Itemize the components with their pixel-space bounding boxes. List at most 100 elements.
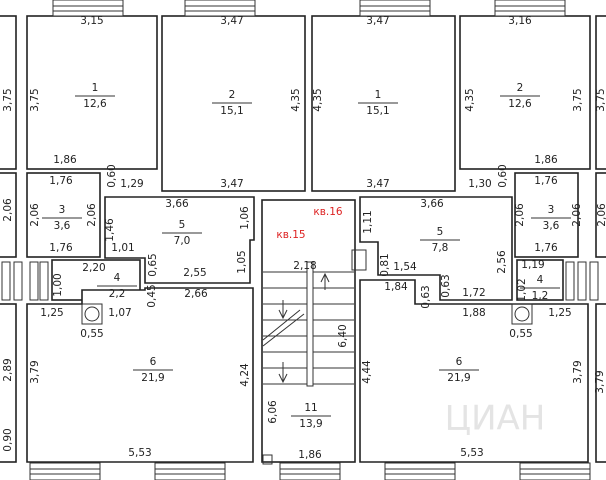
dimension-label: 1,84 <box>384 281 408 293</box>
dimension-label: 5,53 <box>460 447 483 459</box>
room-edge-left <box>0 15 17 170</box>
dimension-label: 0,81 <box>379 253 391 276</box>
room-number: 5 <box>179 219 186 231</box>
room-edge-left <box>0 172 17 258</box>
apartment-label: кв.15 <box>276 229 305 241</box>
apartment-label: кв.16 <box>313 206 343 218</box>
window <box>52 0 124 17</box>
dimension-label: 1,86 <box>298 449 322 461</box>
dimension-label: 4,35 <box>464 88 476 111</box>
room-number: 6 <box>150 356 157 368</box>
dimension-label: 1,76 <box>534 242 558 254</box>
dimension-label: 2,89 <box>2 358 14 381</box>
room-5-right <box>359 196 513 301</box>
room-area: 15,1 <box>220 105 243 117</box>
dimension-label: 0,90 <box>2 428 14 451</box>
room-number: 2 <box>517 82 524 94</box>
dimension-label: 0,55 <box>80 328 103 340</box>
dimension-label: 2,06 <box>514 203 526 227</box>
room-edge-left <box>0 303 17 463</box>
dimension-label: 1,19 <box>521 259 544 271</box>
window <box>279 462 341 480</box>
room-4-right <box>516 259 564 301</box>
dimension-label: 3,75 <box>2 88 14 111</box>
dimension-label: 1,25 <box>40 307 63 319</box>
room-area: 21,9 <box>141 372 164 384</box>
dimension-label: 0,55 <box>509 328 532 340</box>
dimension-label: 1,05 <box>236 250 248 273</box>
dimension-label: 3,79 <box>29 360 41 383</box>
shaft <box>262 454 273 465</box>
dimension-label: 1,88 <box>462 307 485 319</box>
dimension-label: 2,06 <box>571 203 583 227</box>
room-area: 2,2 <box>109 288 126 300</box>
dimension-label: 0,60 <box>106 164 118 187</box>
dimension-label: 2,55 <box>183 267 206 279</box>
dimension-label: 3,66 <box>420 198 444 210</box>
room-area: 7,0 <box>174 235 191 247</box>
dimension-label: 1,02 <box>516 278 528 301</box>
dimension-label: 5,53 <box>128 447 151 459</box>
room-area: 12,6 <box>508 98 532 110</box>
dimension-label: 3,16 <box>508 15 532 27</box>
window <box>29 462 101 480</box>
dimension-label: 4,35 <box>290 88 302 111</box>
dimension-label: 1,11 <box>362 210 374 233</box>
dimension-label: 3,75 <box>595 88 606 111</box>
dimension-label: 4,44 <box>361 360 373 384</box>
dimension-label: 6,40 <box>337 324 349 347</box>
walls <box>0 15 606 465</box>
dimension-label: 1,06 <box>239 206 251 230</box>
dimension-label: 1,07 <box>108 307 131 319</box>
window <box>154 462 226 480</box>
room-edge-right <box>595 172 606 258</box>
dimension-label: 1,29 <box>120 178 143 190</box>
window <box>384 462 456 480</box>
room-3-right <box>514 172 579 258</box>
dimension-label: 2,06 <box>29 203 41 227</box>
dimension-label: 0,45 <box>146 284 158 307</box>
ducts <box>1 261 599 301</box>
room-number: 3 <box>548 204 555 216</box>
dimension-label: 3,79 <box>572 360 584 383</box>
dimension-label: 3,66 <box>165 198 189 210</box>
vent-shaft <box>81 303 103 325</box>
dimension-label: 0,60 <box>497 164 509 187</box>
room-area: 3,6 <box>543 220 560 232</box>
stairwell <box>261 199 356 463</box>
room-number: 6 <box>456 356 463 368</box>
dimension-label: 1,76 <box>49 175 73 187</box>
window <box>184 0 256 17</box>
room-6-left <box>26 287 254 463</box>
stairs <box>262 261 354 387</box>
dimension-label: 0,63 <box>440 274 452 297</box>
watermark: ЦИАН <box>445 399 546 439</box>
room-number: 1 <box>375 89 382 101</box>
room-area: 13,9 <box>299 418 322 430</box>
room-number: 1 <box>92 82 99 94</box>
room-number: 3 <box>59 204 66 216</box>
dimension-label: 1,76 <box>534 175 558 187</box>
dimension-label: 1,25 <box>548 307 571 319</box>
dimension-label: 3,79 <box>594 370 606 393</box>
room-number: 11 <box>304 402 317 414</box>
room-5-left <box>104 196 255 284</box>
vent-icon <box>84 306 100 322</box>
room-number: 4 <box>114 272 121 284</box>
window <box>519 462 591 480</box>
windows <box>29 0 591 480</box>
dimension-label: 3,15 <box>80 15 103 27</box>
dimension-label: 1,76 <box>49 242 73 254</box>
dimension-label: 1,86 <box>534 154 558 166</box>
dimension-label: 1,00 <box>52 273 64 296</box>
room-6-right <box>359 279 589 463</box>
room-1-left <box>26 15 158 170</box>
dimension-label: 3,47 <box>220 15 243 27</box>
dimension-label: 3,75 <box>29 88 41 111</box>
dimension-label: 2,66 <box>184 288 208 300</box>
room-area: 7,8 <box>432 242 449 254</box>
shaft <box>351 249 367 271</box>
dimension-label: 4,24 <box>239 363 251 387</box>
dimension-label: 4,35 <box>312 88 324 111</box>
